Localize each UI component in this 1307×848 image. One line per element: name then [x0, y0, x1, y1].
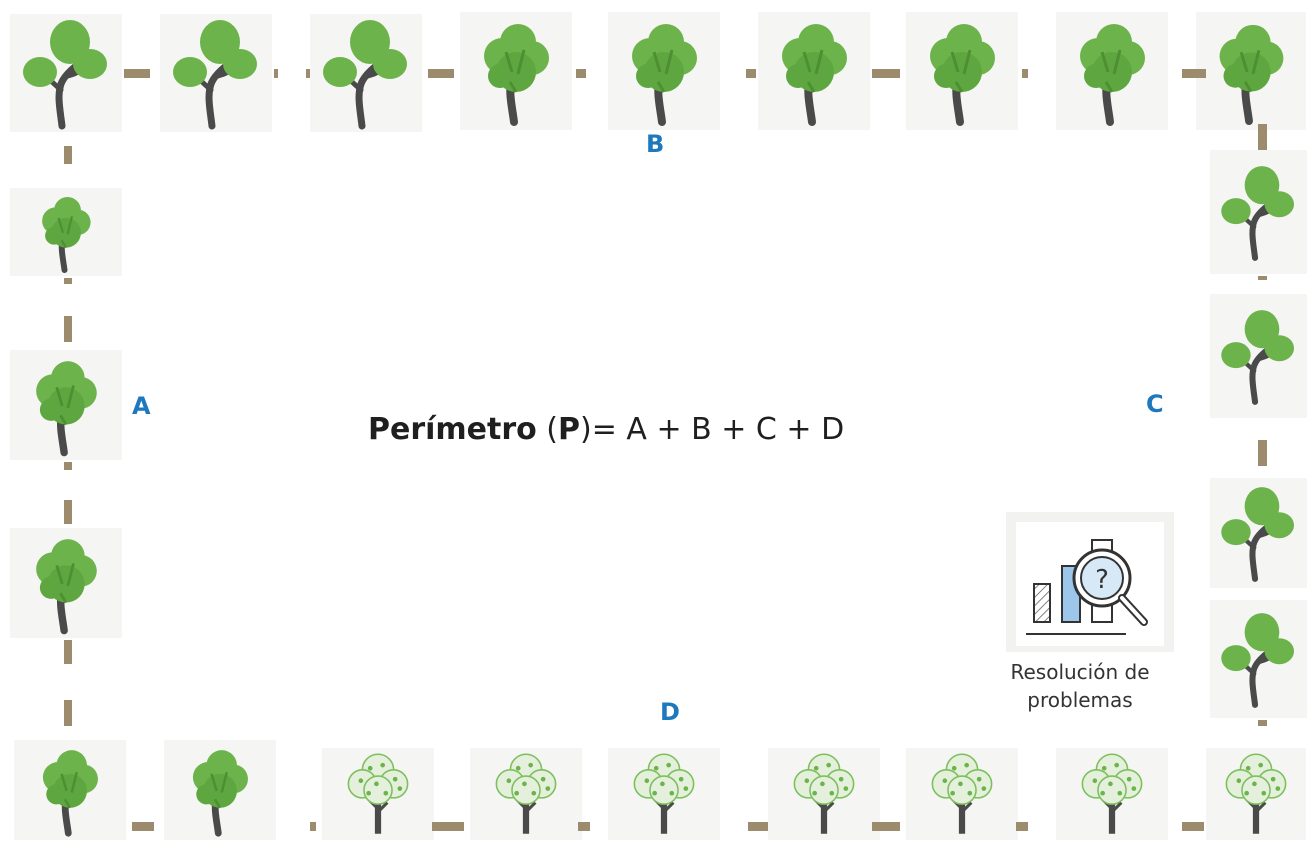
- problem-solving-badge: ?: [1006, 512, 1174, 652]
- dash: [64, 640, 72, 664]
- dash: [64, 146, 72, 164]
- tree-icon: [1056, 748, 1168, 840]
- tree-icon: [758, 12, 870, 130]
- caption-line-1: Resolución de: [1010, 660, 1150, 684]
- tree-icon: [1210, 600, 1307, 718]
- tree-icon: [322, 748, 434, 840]
- tree-icon: [460, 12, 572, 130]
- tree-icon: [1196, 12, 1306, 130]
- dash: [1258, 124, 1267, 150]
- dash: [1258, 440, 1267, 466]
- tree-icon: [608, 748, 720, 840]
- tree-icon: [1206, 748, 1306, 840]
- dash: [132, 822, 154, 831]
- dash: [1022, 69, 1028, 78]
- tree-icon: [470, 748, 582, 840]
- tree-icon: [10, 350, 122, 460]
- dash: [576, 69, 586, 78]
- formula-open-paren: (: [536, 412, 559, 447]
- tree-icon: [768, 748, 880, 840]
- side-label-c: C: [1146, 390, 1164, 418]
- dash: [310, 822, 316, 831]
- dash: [64, 278, 72, 284]
- dash: [1258, 720, 1267, 726]
- tree-icon: [906, 748, 1018, 840]
- side-label-b: B: [646, 130, 665, 158]
- tree-icon: [1056, 12, 1168, 130]
- dash: [432, 822, 464, 831]
- tree-icon: [906, 12, 1018, 130]
- tree-icon: [608, 12, 720, 130]
- problem-solving-caption: Resolución de problemas: [980, 658, 1180, 714]
- formula-terms: )= A + B + C + D: [580, 412, 845, 447]
- tree-icon: [310, 14, 422, 132]
- formula-symbol: P: [558, 412, 581, 447]
- tree-icon: [10, 528, 122, 638]
- tree-icon: [14, 740, 126, 840]
- dash: [1182, 822, 1204, 831]
- dash: [124, 69, 150, 78]
- dash: [64, 500, 72, 524]
- dash: [578, 822, 590, 831]
- perimeter-formula: Perímetro (P)= A + B + C + D: [368, 412, 844, 447]
- dash: [64, 316, 72, 342]
- side-label-a: A: [132, 392, 151, 420]
- dash: [64, 462, 72, 470]
- side-label-d: D: [660, 698, 680, 726]
- dash: [1182, 69, 1206, 78]
- tree-icon: [10, 14, 122, 132]
- caption-line-2: problemas: [1027, 688, 1133, 712]
- dash: [872, 69, 900, 78]
- dash: [274, 69, 278, 78]
- dash: [746, 69, 756, 78]
- dash: [64, 700, 72, 726]
- tree-icon: [1210, 478, 1307, 588]
- tree-icon: [1210, 294, 1307, 418]
- tree-icon: [1210, 150, 1307, 274]
- tree-icon: [10, 188, 122, 276]
- dash: [428, 69, 454, 78]
- dash: [1258, 276, 1267, 280]
- dash: [306, 69, 310, 78]
- dash: [872, 822, 900, 831]
- svg-text:?: ?: [1095, 565, 1109, 595]
- formula-word: Perímetro: [368, 412, 537, 447]
- tree-icon: [160, 14, 272, 132]
- tree-icon: [164, 740, 276, 840]
- dash: [1016, 822, 1028, 831]
- dash: [748, 822, 768, 831]
- problem-solving-icon: ?: [1026, 539, 1148, 635]
